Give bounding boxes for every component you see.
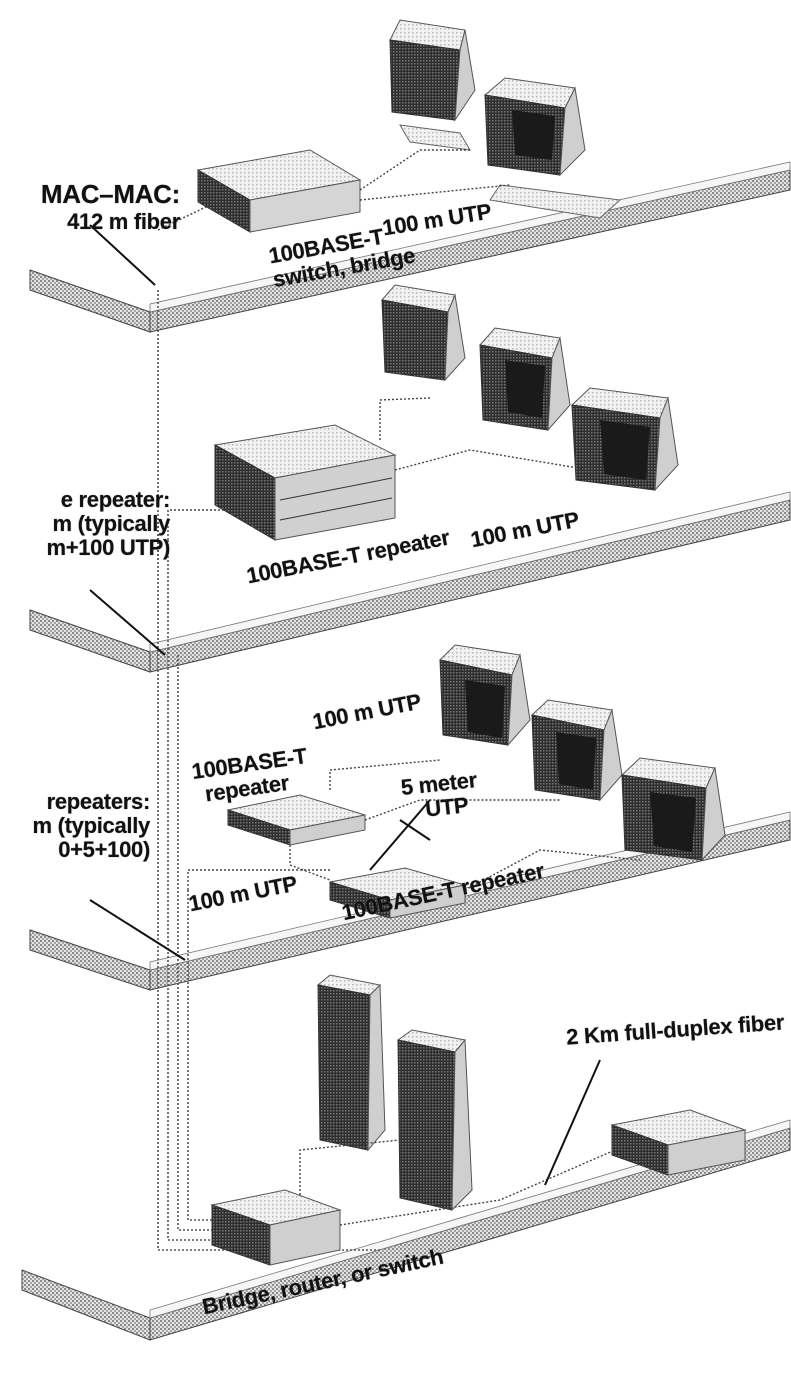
mac-mac-fiber-label: 412 m fiber <box>20 210 180 234</box>
floor4-server-2 <box>398 1030 472 1210</box>
mac-mac-label-line2: 412 m fiber <box>20 210 180 234</box>
floor3-repeaters-rule-label: repeaters: m (typically 0+5+100) <box>0 790 150 861</box>
floor2-workstation-3 <box>572 388 678 490</box>
floor4-bridge-device <box>212 1190 340 1265</box>
floor2-workstation-2 <box>480 328 570 430</box>
floor1-workstation-1 <box>390 20 475 150</box>
floor3-repeaters-rule-line3: 0+5+100) <box>0 838 150 862</box>
floor2-repeater-rule-line1: e repeater: <box>0 488 170 512</box>
floor3-workstation-3 <box>622 758 725 860</box>
floor3-workstation-1 <box>440 645 530 745</box>
floor1-workstation-2 <box>485 78 620 218</box>
mac-mac-label-line1: MAC–MAC: <box>20 180 180 208</box>
floor2-repeater-device <box>215 425 395 540</box>
floor4-server-1 <box>318 975 385 1150</box>
floor2-workstation-1 <box>382 285 465 380</box>
floor2-repeater-rule-line2: m (typically <box>0 512 170 536</box>
mac-mac-label: MAC–MAC: <box>20 180 180 208</box>
floor3-repeater-a-device <box>228 795 365 845</box>
floor2-repeater-rule-label: e repeater: m (typically m+100 UTP) <box>0 488 170 559</box>
floor3-workstation-2 <box>532 700 622 800</box>
floor3-repeaters-rule-line1: repeaters: <box>0 790 150 814</box>
floor3-repeaters-rule-line2: m (typically <box>0 814 150 838</box>
floor1-switch-device <box>198 150 360 232</box>
floor2-repeater-rule-line3: m+100 UTP) <box>0 536 170 560</box>
five-meter-utp-label: 5 meter UTP <box>400 768 481 823</box>
